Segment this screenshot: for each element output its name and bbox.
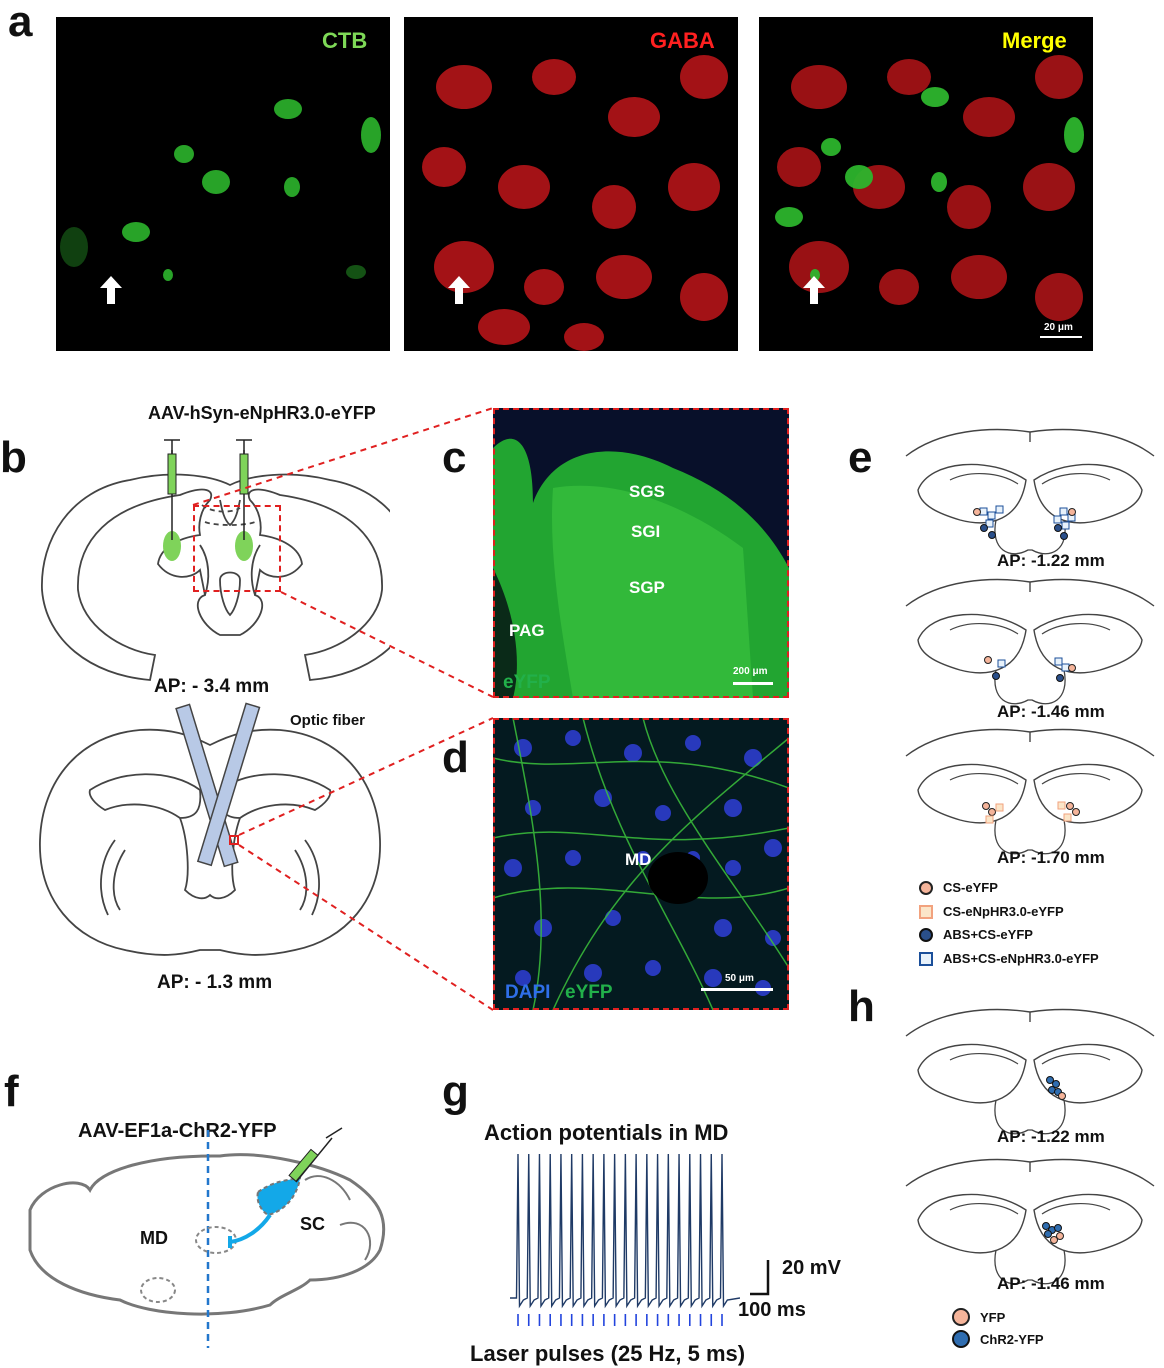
panel-letter-e: e [848, 433, 873, 482]
placement-sections-h [905, 1008, 1155, 1285]
gaba-cells [422, 55, 728, 351]
virus-label-f: AAV-EF1a-ChR2-YFP [78, 1120, 277, 1142]
panel-letter-a: a [8, 0, 33, 46]
scale-label-a: 20 μm [1044, 322, 1073, 333]
panel-letter-g: g [442, 1067, 469, 1116]
panel-letter-c: c [442, 433, 467, 482]
action-potential-trace [510, 1153, 740, 1326]
scale-label-c: 200 μm [733, 666, 768, 677]
legend-item-abs-cs-enphr: ABS+CS-eNpHR3.0-eYFP [919, 951, 1099, 966]
legend-item-cs-enphr: CS-eNpHR3.0-eYFP [919, 904, 1064, 919]
merge-label: Merge [1002, 28, 1067, 53]
arrow-up-icon [448, 276, 470, 304]
ap-label-h-2: AP: -1.46 mm [997, 1274, 1105, 1293]
sgi-label: SGI [631, 522, 661, 541]
ctb-label: CTB [322, 28, 368, 53]
circle-marker-icon [952, 1308, 970, 1326]
circle-marker-icon [919, 927, 933, 942]
scale-bar [733, 682, 773, 685]
virus-label-b: AAV-hSyn-eNpHR3.0-eYFP [148, 403, 376, 423]
scale-time-label: 100 ms [738, 1299, 806, 1321]
legend-item-yfp: YFP [952, 1308, 1005, 1326]
legend-item-cs-eyfp: CS-eYFP [919, 880, 998, 895]
eyfp-channel-label: eYFP [503, 672, 551, 693]
merge-cells [775, 55, 1084, 321]
laser-pulses-label: Laser pulses (25 Hz, 5 ms) [470, 1341, 746, 1366]
panel-c-frame [493, 408, 789, 698]
scale-bar [701, 988, 773, 991]
ap-label-b-bottom: AP: - 1.3 mm [157, 972, 273, 993]
legend-label: ABS+CS-eNpHR3.0-eYFP [943, 951, 1099, 966]
arrow-up-icon [803, 276, 825, 304]
ap-label-h-1: AP: -1.22 mm [997, 1127, 1105, 1146]
pag-label: PAG [509, 621, 545, 640]
panel-d-frame [493, 718, 789, 1010]
sc-label: SC [300, 1214, 326, 1234]
legend-label: ABS+CS-eYFP [943, 927, 1033, 942]
panel-letter-b: b [0, 433, 27, 482]
gaba-label: GABA [650, 28, 715, 53]
arrow-up-icon [100, 276, 122, 304]
square-marker-icon [919, 951, 933, 966]
dapi-channel-label: DAPI [505, 982, 551, 1003]
legend-label: CS-eYFP [943, 880, 998, 895]
panel-letter-f: f [4, 1067, 19, 1116]
legend-label: ChR2-YFP [980, 1331, 1044, 1347]
sagittal-section [28, 1127, 386, 1348]
dapi-eyfp-tissue [493, 718, 789, 1010]
sgs-label: SGS [629, 482, 665, 501]
panel-letter-d: d [442, 733, 469, 782]
placement-sections-e [905, 428, 1155, 855]
zoom-box-sc [193, 505, 281, 592]
optic-fiber-label: Optic fiber [290, 712, 366, 729]
legend-item-chr2-yfp: ChR2-YFP [952, 1330, 1044, 1348]
zoom-box-md [229, 835, 239, 845]
eyfp-channel-label-d: eYFP [565, 982, 613, 1003]
ap-label-e-3: AP: -1.70 mm [997, 848, 1105, 867]
scale-label-d: 50 μm [725, 973, 754, 984]
md-label-f: MD [140, 1228, 168, 1248]
sgp-label: SGP [629, 578, 665, 597]
circle-marker-icon [919, 880, 933, 895]
legend-item-abs-cs-eyfp: ABS+CS-eYFP [919, 927, 1033, 942]
ap-label-b-top: AP: - 3.4 mm [154, 676, 270, 697]
panel-letter-h: h [848, 982, 875, 1031]
legend-label: CS-eNpHR3.0-eYFP [943, 904, 1064, 919]
legend-label: YFP [980, 1309, 1006, 1325]
square-marker-icon [919, 904, 933, 919]
coronal-section-md [39, 702, 381, 956]
eyfp-image: SGS SGI SGP PAG eYFP 200 μm [493, 408, 789, 698]
trace-title: Action potentials in MD [484, 1120, 729, 1145]
scale-bar-icon [750, 1260, 770, 1296]
gaba-image [404, 17, 738, 351]
ap-label-e-2: AP: -1.46 mm [997, 702, 1105, 721]
dapi-eyfp-image: MD DAPI eYFP 50 μm [493, 718, 789, 1010]
circle-marker-icon [952, 1330, 970, 1348]
eyfp-tissue [493, 408, 789, 698]
ap-label-e-1: AP: -1.22 mm [997, 551, 1105, 570]
md-label-d: MD [625, 850, 652, 869]
ctb-cells [60, 99, 381, 281]
scale-bar [1040, 336, 1082, 338]
scale-voltage-label: 20 mV [782, 1257, 841, 1279]
